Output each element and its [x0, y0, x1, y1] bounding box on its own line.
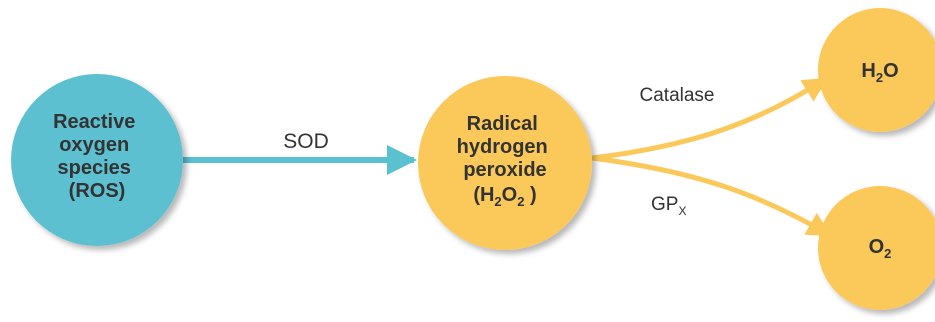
h2o-circle: [818, 8, 935, 132]
ros-line-3: species: [58, 157, 131, 179]
svg-text:Reactive oxygen sp: Reactive oxygen species (ROS): [53, 111, 141, 202]
o2-circle: [818, 186, 935, 310]
h2o2-circle: [418, 76, 592, 250]
catalase-label: Catalase: [640, 85, 715, 106]
ros-line-1: Reactive: [53, 111, 135, 133]
gpx-label: GPX: [651, 194, 686, 218]
ros-node: Reactive oxygen species (ROS): [11, 74, 183, 246]
ros-line-4: (ROS): [69, 180, 126, 202]
h2o2-line-3: peroxide: [463, 159, 546, 181]
o2-node: O2: [818, 186, 935, 310]
h2o2-formula: (H2O2 ): [473, 184, 536, 209]
o2-label: O2: [869, 236, 892, 261]
ros-line-2: oxygen: [59, 134, 129, 156]
ros-circle: [11, 74, 183, 246]
svg-text:Radical hydrogen p: Radical hydrogen peroxide: [457, 113, 554, 181]
catalase-arrow: [591, 76, 829, 161]
h2o2-node: Radical hydrogen peroxide (H2O2 ): [418, 76, 592, 250]
h2o2-line-1: Radical: [467, 113, 538, 135]
h2o-node: H2O: [818, 8, 935, 132]
gpx-arrow: [591, 155, 833, 238]
sod-label: SOD: [283, 130, 329, 153]
h2o-label: H2O: [861, 60, 898, 85]
h2o2-line-2: hydrogen: [457, 136, 548, 158]
